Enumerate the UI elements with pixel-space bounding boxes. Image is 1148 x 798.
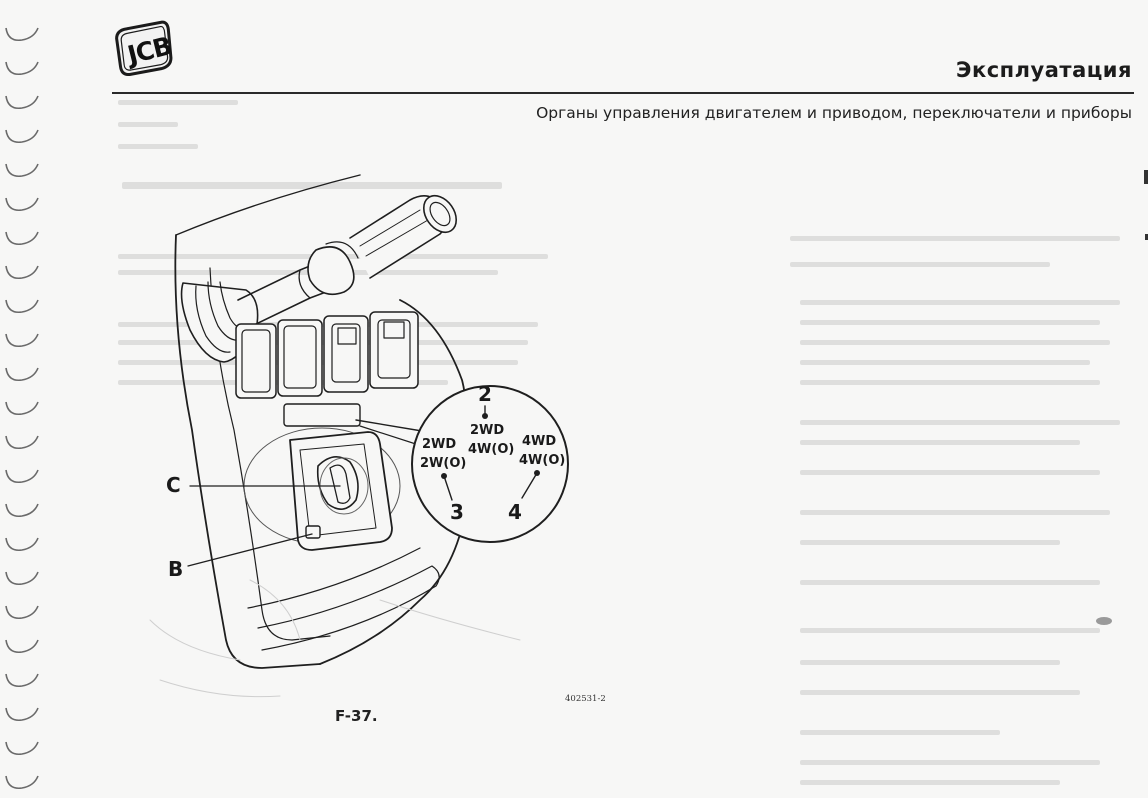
binding-loop bbox=[5, 197, 39, 212]
position-4-mode-option: 4W(O) bbox=[519, 453, 566, 468]
position-3-mode-option: 2W(O) bbox=[420, 456, 467, 471]
figure-code: 402531-2 bbox=[565, 694, 606, 704]
section-title: Эксплуатация bbox=[956, 58, 1132, 82]
position-number-2: 2 bbox=[478, 382, 492, 406]
binding-loop bbox=[5, 265, 39, 280]
binding-loop bbox=[5, 639, 39, 654]
binding-loop bbox=[5, 469, 39, 484]
jcb-logo: JCB bbox=[115, 20, 174, 77]
binding-loop bbox=[5, 741, 39, 756]
binding-loop bbox=[5, 61, 39, 76]
callout-b: B bbox=[168, 557, 184, 581]
spiral-binding bbox=[5, 27, 39, 790]
binding-loop bbox=[5, 333, 39, 348]
transmission-selector-illustration bbox=[149, 174, 569, 698]
binding-loop bbox=[5, 775, 39, 790]
position-3-mode: 2WD bbox=[422, 437, 457, 452]
binding-loop bbox=[5, 571, 39, 586]
binding-loop bbox=[5, 503, 39, 518]
figure-label: F-37. bbox=[335, 707, 378, 725]
binding-loop bbox=[5, 673, 39, 688]
position-number-3: 3 bbox=[450, 500, 464, 524]
header-rule bbox=[112, 92, 1134, 94]
binding-loop bbox=[5, 27, 39, 42]
page-edge-marks bbox=[1144, 170, 1148, 240]
binding-loop bbox=[5, 129, 39, 144]
binding-loop bbox=[5, 435, 39, 450]
binding-loop bbox=[5, 401, 39, 416]
ink-smudge bbox=[1096, 617, 1112, 625]
binding-loop bbox=[5, 707, 39, 722]
position-number-4: 4 bbox=[508, 500, 522, 524]
binding-loop bbox=[5, 605, 39, 620]
binding-loop bbox=[5, 231, 39, 246]
binding-loop bbox=[5, 367, 39, 382]
binding-loop bbox=[5, 299, 39, 314]
binding-loop bbox=[5, 163, 39, 178]
binding-loop bbox=[5, 537, 39, 552]
position-2-mode-option: 4W(O) bbox=[468, 442, 515, 457]
position-2-mode: 2WD bbox=[470, 423, 505, 438]
page-subtitle: Органы управления двигателем и приводом,… bbox=[536, 104, 1132, 122]
callout-c: C bbox=[166, 473, 181, 497]
binding-loop bbox=[5, 95, 39, 110]
position-4-mode: 4WD bbox=[522, 434, 557, 449]
